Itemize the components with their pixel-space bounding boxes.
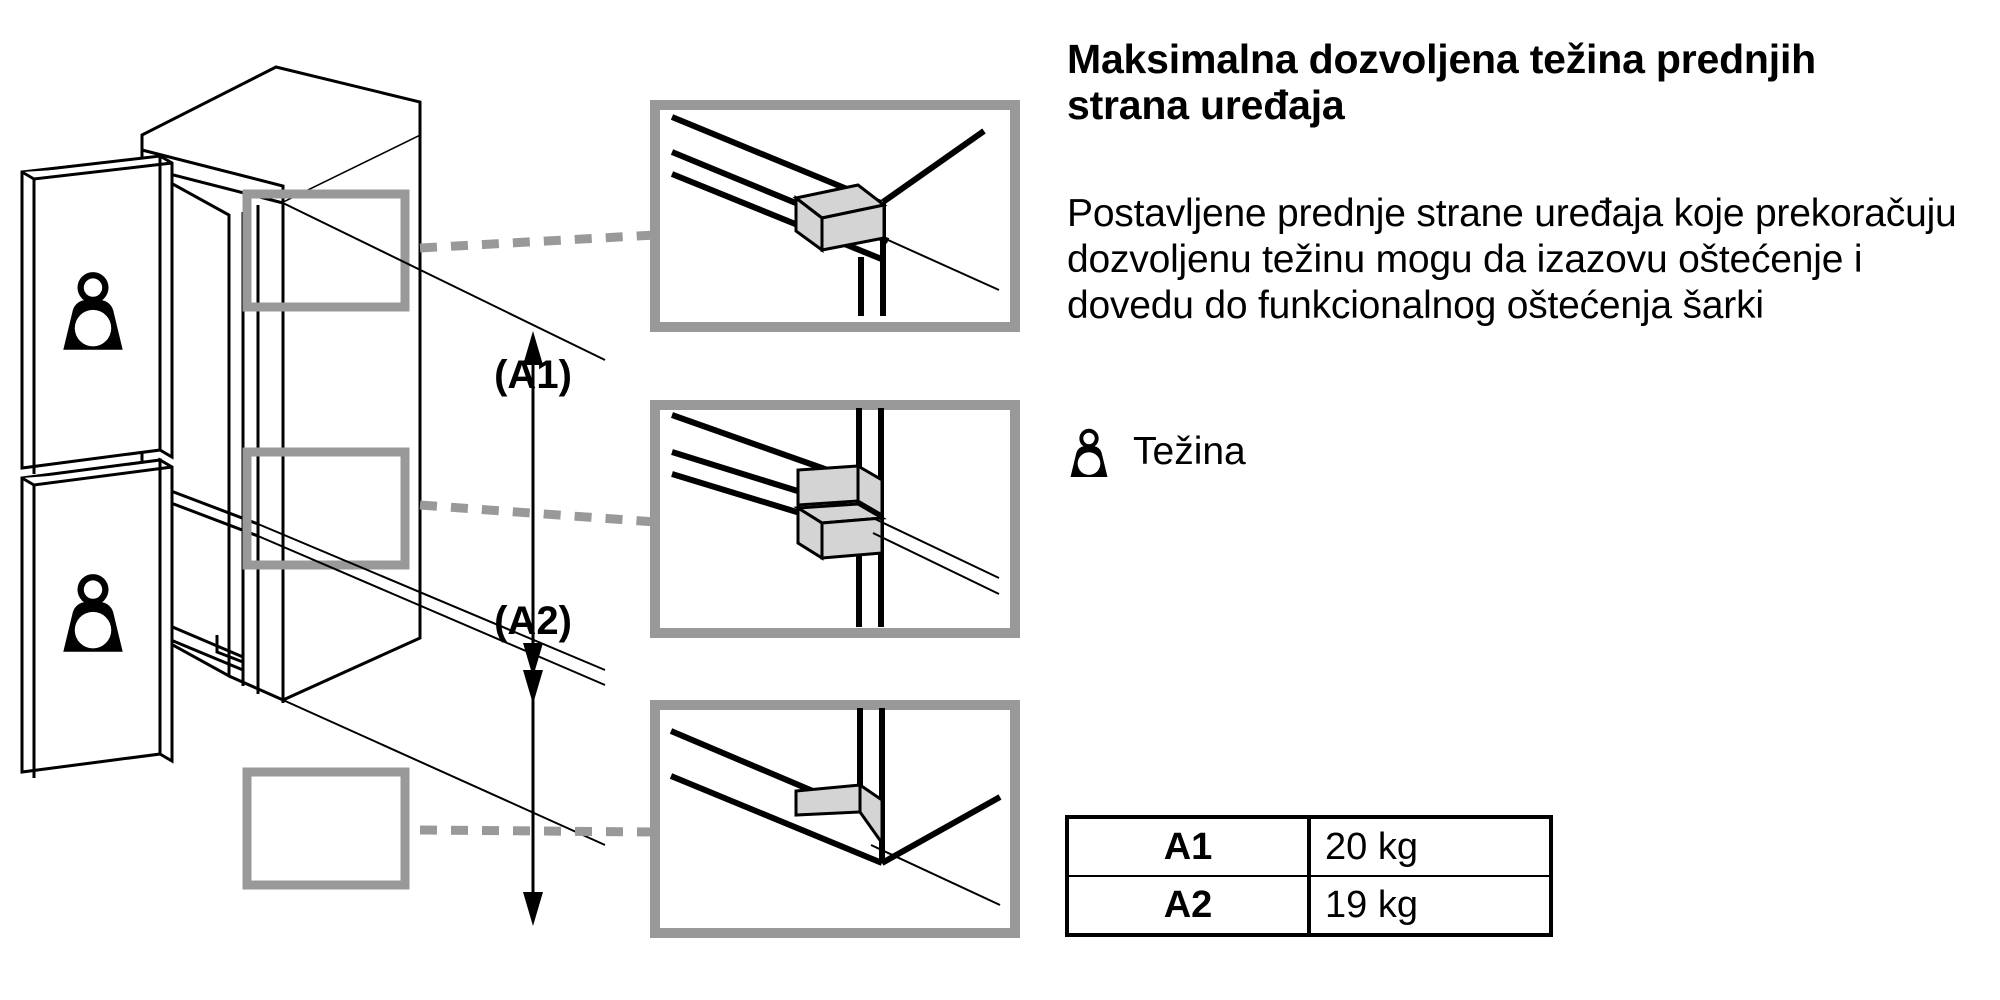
weight-icon bbox=[1070, 428, 1108, 477]
dimension-a1: (A1) bbox=[494, 331, 572, 677]
callout-mid-ext-a bbox=[872, 517, 1000, 579]
ext-line-bottom bbox=[282, 699, 606, 846]
cabinet-side-face bbox=[281, 136, 422, 703]
table-row: A2 19 kg bbox=[1065, 875, 1553, 937]
callout-mid-ext-b bbox=[872, 532, 1000, 595]
dimension-a2-arrow-bottom bbox=[523, 892, 543, 926]
extension-lines bbox=[257, 202, 606, 846]
callout-middle-hinge-block-lower bbox=[793, 502, 887, 561]
ext-line-middle-a bbox=[257, 523, 606, 671]
highlight-box-bottom bbox=[242, 767, 410, 890]
leader-middle bbox=[419, 500, 656, 527]
callout-top-hinge-block bbox=[792, 183, 888, 253]
callout-top-hinge bbox=[650, 100, 1020, 332]
callout-middle-hinge bbox=[650, 400, 1020, 638]
highlight-box-top bbox=[242, 189, 410, 312]
dimension-a2-arrow-top bbox=[523, 670, 543, 704]
dimension-a2: (A2) bbox=[494, 599, 572, 926]
table-cell-value: 19 kg bbox=[1307, 875, 1553, 937]
callout-bottom-hinge-block bbox=[794, 782, 884, 848]
dimension-a1-label: (A1) bbox=[494, 353, 572, 397]
leader-lines bbox=[419, 230, 656, 837]
callout-bot-corner-edge bbox=[880, 794, 1002, 866]
upper-panel-edge bbox=[158, 153, 174, 460]
page-body-text: Postavljene prednje strane uređaja koje … bbox=[1067, 192, 1957, 328]
callout-top-corner-edge bbox=[881, 128, 986, 205]
leader-top bbox=[419, 230, 656, 253]
text-column: Maksimalna dozvoljena težina prednjih st… bbox=[1065, 0, 1995, 1000]
lower-panel-edge bbox=[158, 457, 174, 764]
table-row: A1 20 kg bbox=[1065, 815, 1553, 877]
table-cell-key: A1 bbox=[1065, 815, 1311, 877]
cabinet-bottom-corner bbox=[228, 674, 285, 703]
callout-bottom-hinge bbox=[650, 700, 1020, 938]
leader-bottom bbox=[419, 825, 656, 837]
table-cell-value: 20 kg bbox=[1307, 815, 1553, 877]
dimension-a1-arrow-top bbox=[523, 331, 543, 365]
dimension-a2-label: (A2) bbox=[494, 599, 572, 643]
dimension-a1-arrow-bottom bbox=[523, 643, 543, 677]
legend: Težina bbox=[1067, 425, 1246, 477]
cabinet-bottom-bracket bbox=[215, 635, 244, 664]
appliance-cabinet bbox=[140, 65, 422, 703]
callout-middle-hinge-block-upper bbox=[796, 463, 884, 518]
ext-line-top bbox=[282, 202, 606, 361]
appliance-diagram: (A1) (A2) bbox=[20, 65, 1020, 938]
diagram-svg: (A1) (A2) bbox=[20, 65, 1020, 938]
weight-spec-table: A1 20 kg A2 19 kg bbox=[1065, 815, 1553, 937]
table-cell-key: A2 bbox=[1065, 875, 1311, 937]
page-title: Maksimalna dozvoljena težina prednjih st… bbox=[1067, 36, 1816, 129]
legend-label: Težina bbox=[1133, 429, 1246, 473]
callout-bot-line-2 bbox=[669, 773, 884, 866]
ext-line-middle-b bbox=[257, 535, 606, 686]
